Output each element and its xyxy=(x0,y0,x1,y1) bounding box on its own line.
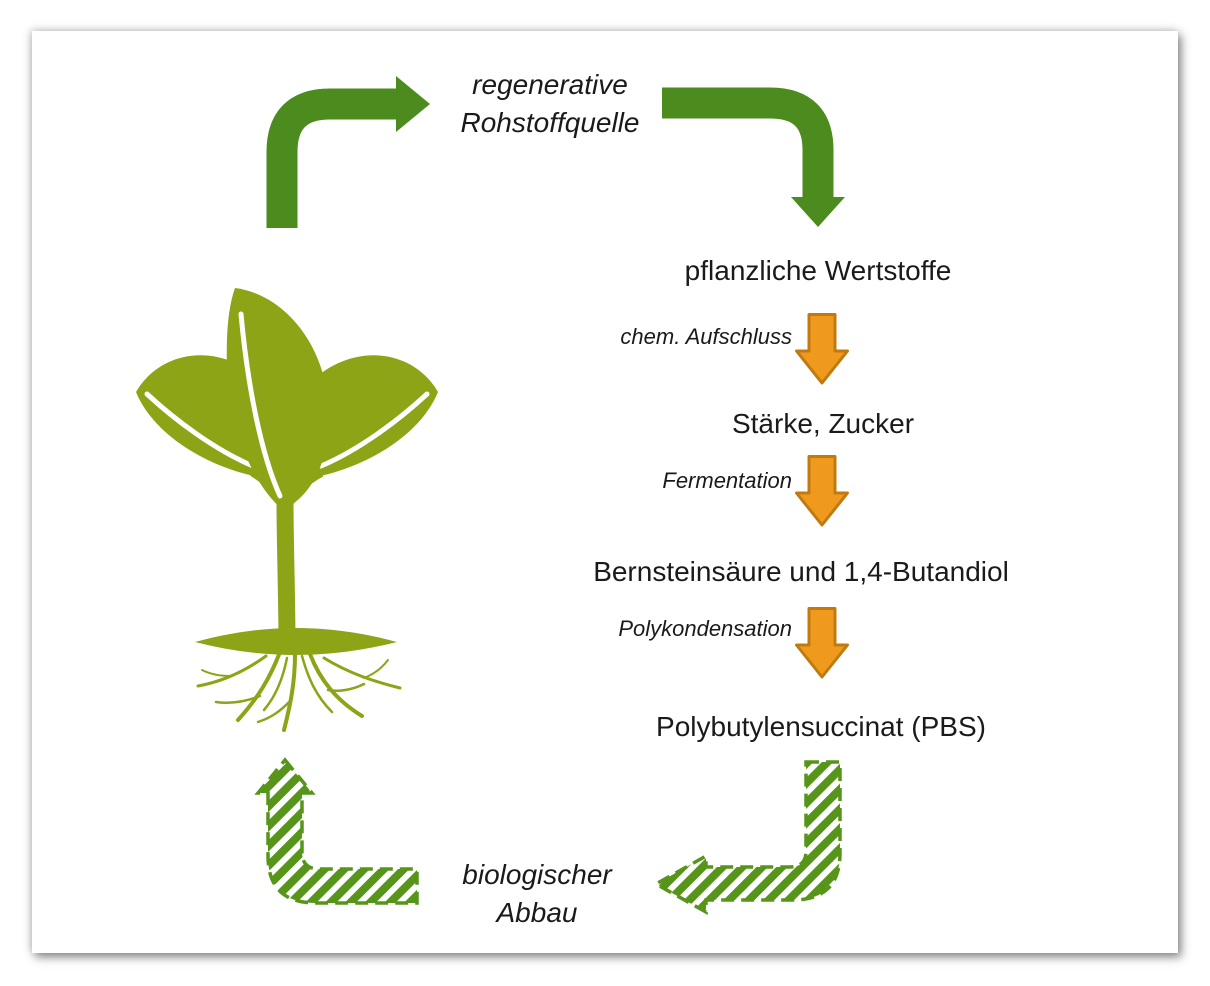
biological-degradation-line1: biologischer xyxy=(462,859,612,890)
node-staerke-zucker: Stärke, Zucker xyxy=(731,408,915,439)
step-fermentation: Fermentation xyxy=(662,468,792,493)
bent-arrow-right-down-icon xyxy=(662,87,845,227)
regenerative-source-line1: regenerative xyxy=(472,69,628,100)
node-bernsteinsaeure-butandiol: Bernsteinsäure und 1,4-Butandiol xyxy=(593,556,1009,587)
node-pflanzliche-wertstoffe: pflanzliche Wertstoffe xyxy=(684,255,952,286)
node-polybutylensuccinat: Polybutylensuccinat (PBS) xyxy=(656,711,986,742)
seedling-with-roots-icon xyxy=(136,288,438,732)
regenerative-source-label: regenerative Rohstoffquelle xyxy=(460,66,639,142)
diagram-card xyxy=(32,31,1178,953)
bent-arrow-up-right-icon xyxy=(266,76,430,228)
biological-degradation-label: biologischer Abbau xyxy=(462,856,611,932)
biological-degradation-line2: Abbau xyxy=(496,897,578,928)
process-arrow-chem-aufschluss-icon xyxy=(795,313,849,385)
regenerative-source-line2: Rohstoffquelle xyxy=(460,107,640,138)
process-arrow-fermentation-icon xyxy=(795,455,849,527)
process-arrow-polykondensation-icon xyxy=(795,607,849,679)
step-polykondensation: Polykondensation xyxy=(618,616,792,641)
hatched-arrow-left-up-icon xyxy=(254,757,419,905)
hatched-arrow-down-left-icon xyxy=(652,760,842,915)
step-chem-aufschluss: chem. Aufschluss xyxy=(620,324,792,349)
